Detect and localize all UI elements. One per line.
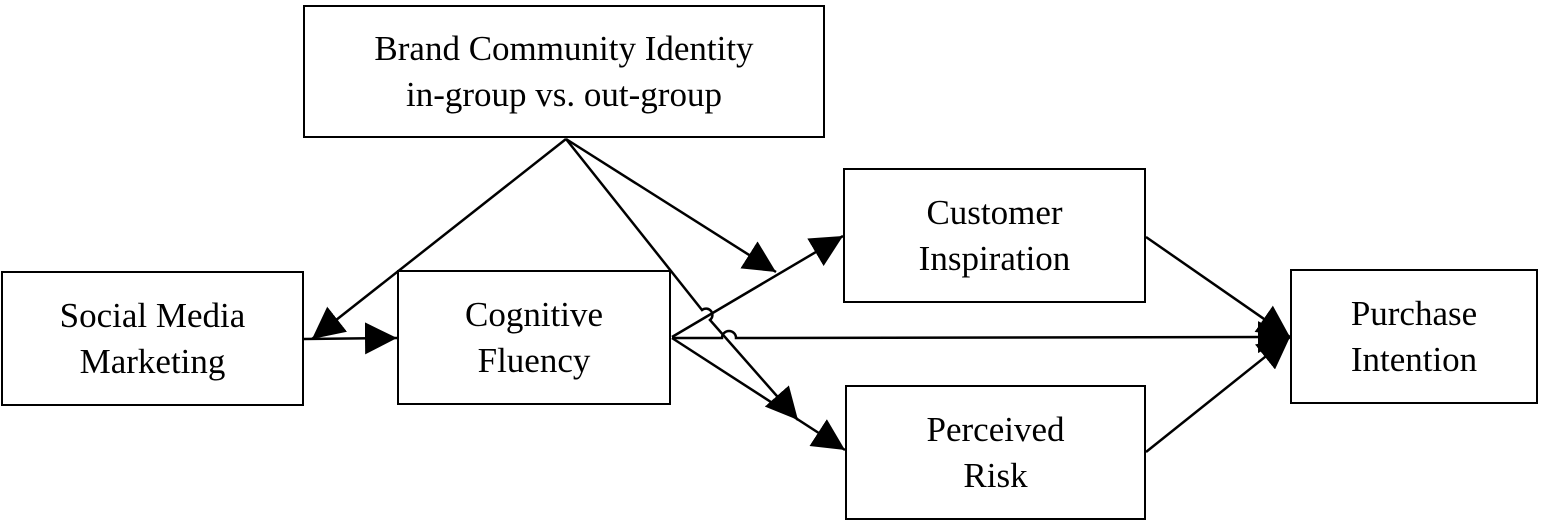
customer-inspiration-box: Customer Inspiration	[843, 168, 1146, 303]
arrow-cognitive-fluency-to-customer-inspiration	[671, 234, 844, 339]
purchase-intention-box: Purchase Intention	[1290, 269, 1538, 404]
perceived-risk-line1: Perceived	[926, 409, 1065, 449]
customer-inspiration-line1: Customer	[926, 192, 1063, 232]
perceived-risk-box: Perceived Risk	[845, 385, 1146, 520]
purchase-intention-line1: Purchase	[1350, 293, 1478, 333]
perceived-risk-line2: Risk	[963, 455, 1028, 495]
arrow-brand-to-cf-pr-path	[565, 138, 799, 421]
brand-community-identity-line2: in-group vs. out-group	[406, 74, 722, 114]
arrow-cognitive-fluency-to-purchase-intention	[672, 321, 1291, 354]
social-media-marketing-line2: Marketing	[79, 341, 226, 381]
brand-community-identity-line1: Brand Community Identity	[374, 28, 754, 68]
arrow-social-media-to-cognitive-fluency	[303, 322, 398, 355]
social-media-marketing-line1: Social Media	[59, 295, 246, 335]
customer-inspiration-line2: Inspiration	[918, 238, 1071, 278]
arrow-brand-to-cf-ci-path	[565, 137, 777, 274]
arrow-brand-to-social-media	[311, 138, 567, 340]
cognitive-fluency-line1: Cognitive	[464, 294, 604, 334]
arrow-perceived-risk-to-purchase-intention	[1145, 336, 1291, 453]
cognitive-fluency-box: Cognitive Fluency	[397, 270, 671, 405]
purchase-intention-line2: Intention	[1350, 339, 1478, 379]
cognitive-fluency-line2: Fluency	[477, 340, 591, 380]
arrow-cognitive-fluency-to-perceived-risk	[671, 336, 846, 452]
social-media-marketing-box: Social Media Marketing	[1, 271, 304, 406]
arrow-customer-inspiration-to-purchase-intention	[1145, 235, 1291, 339]
brand-community-identity-box: Brand Community Identity in-group vs. ou…	[303, 5, 825, 138]
